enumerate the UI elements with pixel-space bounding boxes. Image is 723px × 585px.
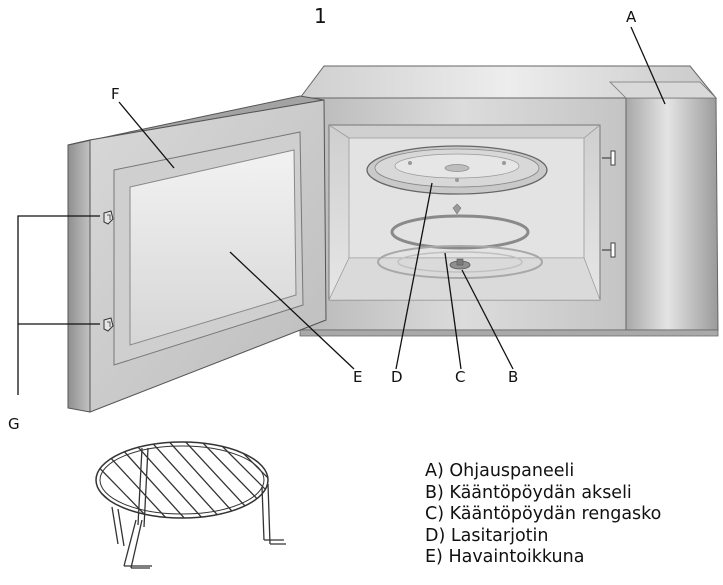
legend-item-D: D) Lasitarjotin [425,525,549,546]
label-A: A [626,8,637,26]
leader-F [118,101,175,169]
label-B: B [508,368,519,386]
leader-A [630,26,666,105]
parts-legend: A) Ohjauspaneeli B) Kääntöpöydän akseli … [425,461,661,569]
grill-rack [95,441,286,569]
label-F: F [111,85,120,103]
turntable-shaft [449,258,471,270]
leader-lines [17,26,666,395]
legend-item-C: C) Kääntöpöydän rengasko [425,504,662,524]
latch-slot-upper [602,150,616,166]
leader-G-upper [17,215,100,395]
label-C: C [455,368,466,386]
legend-item-B: B) Kääntöpöydän akseli [425,482,632,503]
glass-tray [366,145,548,195]
label-E: E [353,368,363,386]
latch-slot-lower [602,242,616,258]
roller-ring [377,203,543,279]
leader-C [444,252,462,370]
door-hook-upper [103,210,114,225]
legend-item-E: E) Havaintoikkuna [425,547,585,567]
legend-item-A: A) Ohjauspaneeli [425,461,575,481]
door-hook-lower [103,317,114,332]
microwave-door [67,95,327,413]
label-G: G [8,415,20,433]
leader-E [229,251,355,370]
leader-D [395,182,433,370]
leader-B [461,269,514,370]
label-D: D [391,368,403,386]
figure-number: 1 [314,4,327,28]
